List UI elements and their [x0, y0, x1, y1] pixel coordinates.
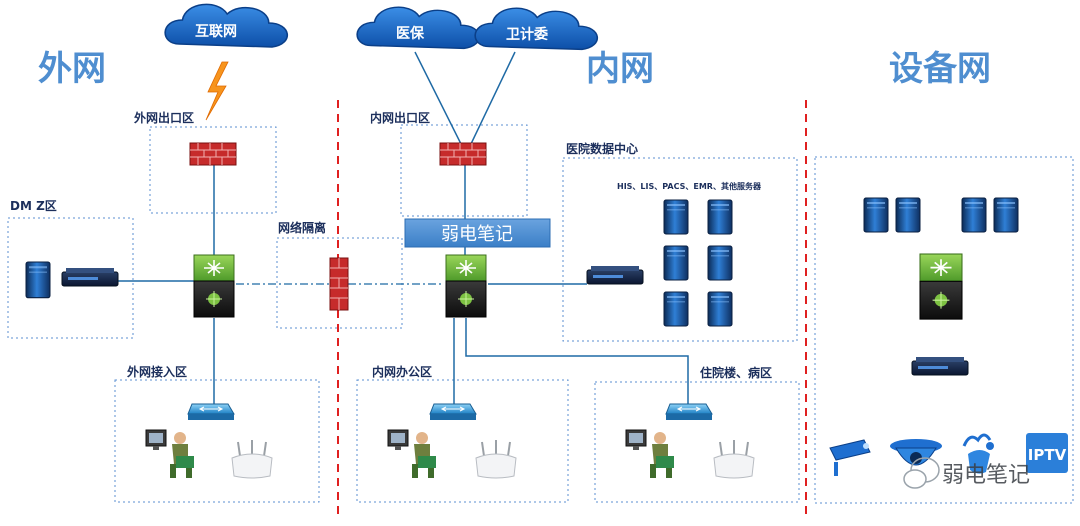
- label-datacenter-note: HIS、LIS、PACS、EMR、其他服务器: [617, 181, 762, 191]
- link-health-commission: [469, 51, 516, 147]
- firewall-icon-isolation: [329, 257, 349, 311]
- server-icon-dev-3: [961, 197, 987, 233]
- lightning-icon: [205, 61, 229, 121]
- region-box-isolation: [276, 237, 403, 329]
- router-icon-datacenter: [586, 265, 644, 285]
- server-icon-dc-5: [663, 291, 689, 327]
- iptv-label: IPTV: [1028, 446, 1067, 464]
- server-icon-dev-4: [993, 197, 1019, 233]
- region-box-ext-exit: [149, 126, 277, 214]
- region-box-datacenter: [562, 157, 798, 342]
- firewall-icon-external: [189, 142, 237, 166]
- wireless-ap-icon-ext: [231, 439, 273, 479]
- workstation-icon-ext: [145, 429, 195, 479]
- wireless-ap-icon-office: [475, 439, 517, 479]
- server-icon-dc-1: [663, 199, 689, 235]
- label-ext-access: 外网接入区: [127, 364, 187, 379]
- zone-title-device: 设备网: [889, 49, 991, 89]
- server-icon-dc-6: [707, 291, 733, 327]
- region-box-dmz: [7, 217, 134, 339]
- region-box-inpatient: [594, 381, 800, 503]
- firewall-icon-internal: [439, 142, 487, 166]
- banner-box: [404, 218, 551, 248]
- camera-icon: [829, 439, 871, 476]
- link-int-switch-inpatient: [465, 318, 689, 404]
- region-box-int-exit: [400, 124, 528, 217]
- region-box-ext-access: [114, 379, 320, 503]
- zone-title-external: 外网: [38, 49, 106, 89]
- server-icon-dc-4: [707, 245, 733, 281]
- broadcast-speaker-icon: [962, 433, 994, 474]
- workstation-icon-office: [387, 429, 437, 479]
- server-icon-dc-2: [707, 199, 733, 235]
- server-icon-dc-3: [663, 245, 689, 281]
- label-int-office: 内网办公区: [372, 364, 432, 379]
- server-icon-dev-2: [895, 197, 921, 233]
- router-icon-dmz: [61, 267, 119, 287]
- region-box-device-net: [814, 156, 1074, 504]
- label-int-exit: 内网出口区: [370, 110, 430, 125]
- cloud-label-internet: 互联网: [195, 24, 237, 40]
- watermark-text: 弱电笔记: [942, 463, 1030, 488]
- iptv-icon: IPTV: [1026, 433, 1068, 473]
- cloud-label-health-commission: 卫计委: [506, 26, 548, 43]
- switch-icon-ext-access: [187, 403, 235, 421]
- label-inpatient: 住院楼、病区: [700, 365, 772, 380]
- core-switch-icon-device: [919, 253, 963, 320]
- server-group-device: [863, 197, 1019, 233]
- label-isolation: 网络隔离: [278, 220, 326, 235]
- zone-title-internal: 内网: [586, 49, 654, 89]
- label-dmz: DM Z区: [10, 199, 57, 213]
- switch-icon-int-office: [429, 403, 477, 421]
- switch-icon-inpatient: [665, 403, 713, 421]
- cloud-label-medical-insurance: 医保: [396, 25, 425, 42]
- watermark: 弱电笔记: [903, 457, 1030, 489]
- server-icon-dev-1: [863, 197, 889, 233]
- link-medical-insurance: [414, 51, 463, 147]
- router-icon-device: [911, 356, 969, 376]
- core-switch-icon-internal: [445, 254, 487, 318]
- label-datacenter: 医院数据中心: [566, 141, 638, 156]
- dome-camera-icon: [890, 439, 942, 466]
- core-switch-icon-external: [193, 254, 235, 318]
- workstation-icon-inpatient: [625, 429, 675, 479]
- server-icon-dmz: [25, 261, 51, 299]
- server-group-datacenter: [663, 199, 733, 327]
- wireless-ap-icon-inpatient: [713, 439, 755, 479]
- banner-text: 弱电笔记: [441, 224, 513, 245]
- label-ext-exit: 外网出口区: [134, 110, 194, 125]
- region-box-int-office: [356, 379, 569, 503]
